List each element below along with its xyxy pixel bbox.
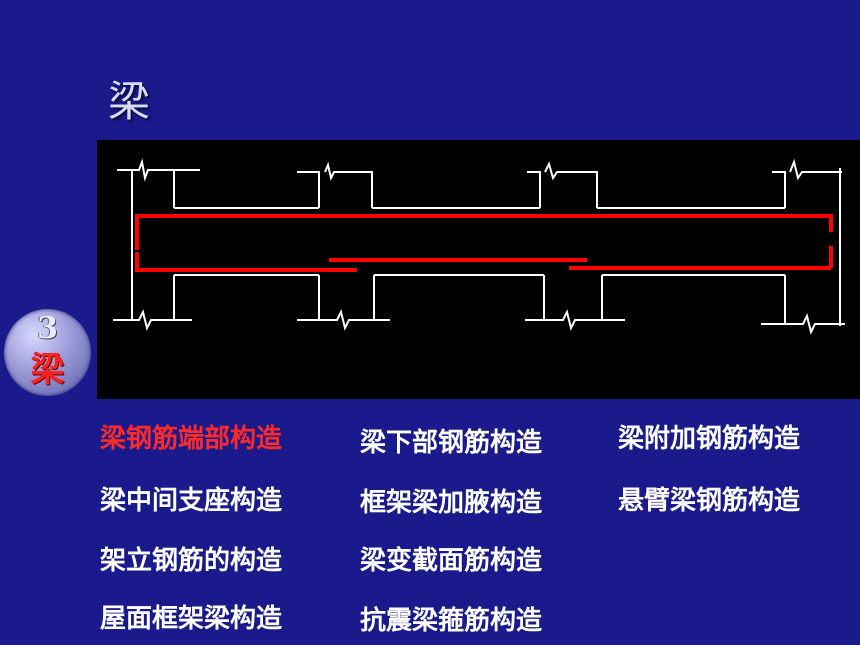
link-seismic-beam-stirrup[interactable]: 抗震梁箍筋构造 [360,606,543,636]
link-beam-bottom-rebar[interactable]: 梁下部钢筋构造 [360,428,543,458]
mid-column-1-bottom-break [319,309,374,331]
mid-column-2-bottom-left [525,275,545,321]
rebar [135,214,833,272]
mid-column-1-top-left [297,171,320,208]
slide-title: 梁 [108,77,153,126]
mid-column-1-bottom-left [297,275,320,321]
beam-rebar-svg [113,158,845,335]
right-column-top-left [772,171,786,208]
bottom-rebar-left [135,252,357,272]
mid-column-1-bottom-right [373,275,390,321]
mid-column-2-top-left [527,171,541,208]
link-cantilever-beam-rebar[interactable]: 悬臂梁钢筋构造 [618,486,801,516]
top-rebar [135,214,833,250]
link-frame-beam-haunch[interactable]: 框架梁加腋构造 [360,488,543,518]
link-erection-rebar[interactable]: 架立钢筋的构造 [100,546,283,576]
beam-rebar-diagram [97,140,860,399]
chapter-number: 3 [37,311,58,346]
link-beam-additional-rebar[interactable]: 梁附加钢筋构造 [618,424,801,454]
mid-column-2-top-right [544,161,598,208]
chapter-badge: 3 梁 [4,309,91,396]
link-beam-end-rebar[interactable]: 梁钢筋端部构造 [100,424,283,454]
mid-column-2-bottom-break [544,309,602,331]
right-column-bottom-break [785,313,845,335]
beam-outline [113,158,845,335]
link-beam-middle-support[interactable]: 梁中间支座构造 [100,486,283,516]
mid-column-1-top-right [324,161,373,208]
right-column-bottom-left [761,275,786,325]
right-column-top-break [789,158,842,181]
link-roof-frame-beam[interactable]: 屋面框架梁构造 [100,604,283,634]
link-beam-section-change[interactable]: 梁变截面筋构造 [360,546,543,576]
chapter-label: 梁 [30,350,65,390]
left-column-bottom-break [113,309,192,331]
left-column-top-break [117,158,200,182]
mid-column-2-bottom-right [601,275,625,321]
